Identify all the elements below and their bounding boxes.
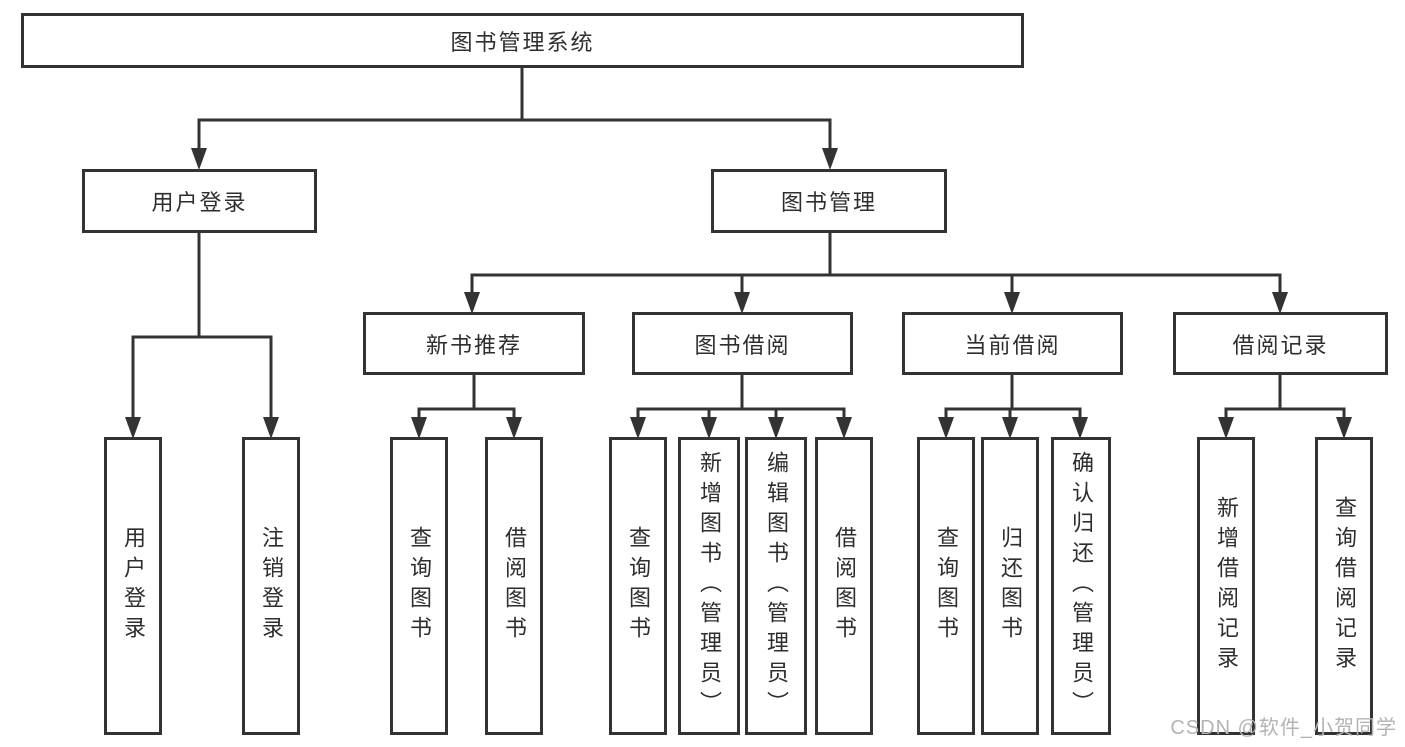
arrowhead-icon (125, 417, 141, 439)
leaf-user-login: 用户登录 (104, 437, 162, 735)
arrowhead-icon (191, 148, 207, 170)
leaf-query-books-current: 查询图书 (917, 437, 975, 735)
arrowhead-icon (1272, 292, 1288, 314)
node-borrow-records: 借阅记录 (1173, 312, 1388, 375)
arrowhead-icon (411, 417, 427, 439)
arrowhead-icon (1336, 417, 1352, 439)
leaf-confirm-return-admin: 确认归还（管理员） (1051, 437, 1111, 735)
arrowhead-icon (1004, 292, 1020, 314)
node-user-login: 用户登录 (82, 169, 317, 233)
arrowhead-icon (734, 292, 750, 314)
arrowhead-icon (701, 417, 717, 439)
node-book-management: 图书管理 (711, 169, 947, 233)
arrowhead-icon (1218, 417, 1234, 439)
leaf-add-borrow-record: 新增借阅记录 (1197, 437, 1255, 735)
arrowhead-icon (464, 292, 480, 314)
leaf-query-books-borrow: 查询图书 (609, 437, 667, 735)
node-book-borrowing: 图书借阅 (632, 312, 853, 375)
arrowhead-icon (506, 417, 522, 439)
arrowhead-icon (938, 417, 954, 439)
leaf-logout: 注销登录 (242, 437, 300, 735)
arrowhead-icon (836, 417, 852, 439)
node-current-borrowing: 当前借阅 (902, 312, 1123, 375)
arrowhead-icon (1002, 417, 1018, 439)
csdn-watermark: CSDN @软件_小贺同学 (1170, 717, 1397, 739)
arrowhead-icon (822, 148, 838, 170)
leaf-query-books-recommend: 查询图书 (390, 437, 448, 735)
leaf-return-books: 归还图书 (981, 437, 1039, 735)
node-root-library-system: 图书管理系统 (21, 13, 1024, 68)
arrowhead-icon (768, 417, 784, 439)
arrowhead-icon (630, 417, 646, 439)
leaf-borrow-books: 借阅图书 (815, 437, 873, 735)
leaf-query-borrow-record: 查询借阅记录 (1315, 437, 1373, 735)
arrowhead-icon (263, 417, 279, 439)
leaf-add-books-admin: 新增图书（管理员） (678, 437, 740, 735)
arrowhead-icon (1072, 417, 1088, 439)
leaf-borrow-books-recommend: 借阅图书 (485, 437, 543, 735)
node-new-book-recommend: 新书推荐 (363, 312, 585, 375)
leaf-edit-books-admin: 编辑图书（管理员） (745, 437, 807, 735)
